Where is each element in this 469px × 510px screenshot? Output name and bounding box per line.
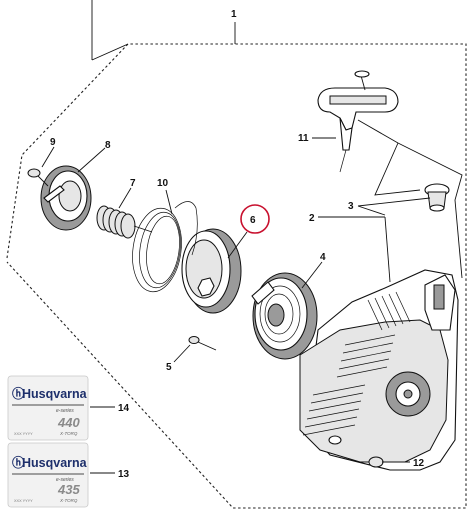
leader-3b xyxy=(357,205,386,216)
leader-5 xyxy=(173,344,191,363)
decal-435[interactable]: ⓗ Husqvarna e-series 435 XXX YYYY X-TORQ xyxy=(7,442,89,508)
starter-pulley[interactable] xyxy=(181,228,242,314)
starter-handle[interactable] xyxy=(317,70,399,173)
highlight-ring-6 xyxy=(240,204,270,234)
leader-9 xyxy=(41,146,55,168)
callout-2[interactable]: 2 xyxy=(309,213,315,224)
callout-6[interactable]: 6 xyxy=(250,215,256,226)
decal-435-brand: Husqvarna xyxy=(22,456,88,470)
callout-4[interactable]: 4 xyxy=(320,252,326,263)
leader-3a xyxy=(357,197,431,207)
callout-5[interactable]: 5 xyxy=(166,362,172,373)
decal-440-tagline: X-TORQ xyxy=(59,431,78,436)
pawl-carrier[interactable] xyxy=(40,165,92,231)
leader-7 xyxy=(118,187,132,209)
screw-5[interactable] xyxy=(188,336,217,351)
callout-3[interactable]: 3 xyxy=(348,201,354,212)
decal-435-model: 435 xyxy=(57,482,80,497)
decal-435-tagline: X-TORQ xyxy=(59,498,78,503)
callout-12[interactable]: 12 xyxy=(413,458,425,469)
callout-13[interactable]: 13 xyxy=(118,469,130,480)
decal-435-series: e-series xyxy=(56,477,74,483)
callout-10[interactable]: 10 xyxy=(157,178,169,189)
callout-8[interactable]: 8 xyxy=(105,140,111,151)
screw-9[interactable] xyxy=(27,168,49,187)
decal-440[interactable]: ⓗ Husqvarna e-series 440 XXX YYYY X-TORQ xyxy=(7,375,89,441)
leader-8 xyxy=(77,147,106,173)
decal-435-brand-icon: ⓗ xyxy=(12,455,25,470)
leader-10 xyxy=(165,189,173,215)
starter-housing[interactable] xyxy=(299,269,459,471)
starter-rope[interactable] xyxy=(127,201,198,295)
return-spring[interactable] xyxy=(96,205,153,239)
rewind-spring-cassette[interactable] xyxy=(251,272,318,360)
leader-4 xyxy=(301,261,323,289)
decal-435-small: XXX YYYY xyxy=(14,499,33,503)
callout-7[interactable]: 7 xyxy=(130,178,136,189)
callout-9[interactable]: 9 xyxy=(50,137,56,148)
decal-440-small: XXX YYYY xyxy=(14,432,33,436)
leader-2b xyxy=(384,216,391,283)
rope-guide-bushing[interactable] xyxy=(424,183,450,212)
decal-440-brand: Husqvarna xyxy=(22,387,88,401)
assembly-outline xyxy=(6,43,467,509)
callout-14[interactable]: 14 xyxy=(118,403,130,414)
handle-frame-2 xyxy=(374,142,421,196)
callout-1[interactable]: 1 xyxy=(231,9,237,20)
guide-line-top xyxy=(91,43,129,61)
decal-440-series: e-series xyxy=(56,408,74,414)
leader-6 xyxy=(227,231,248,259)
decal-440-model: 440 xyxy=(57,415,80,430)
callout-11[interactable]: 11 xyxy=(298,133,309,144)
handle-frame xyxy=(357,119,463,279)
decal-440-brand-icon: ⓗ xyxy=(12,386,25,401)
